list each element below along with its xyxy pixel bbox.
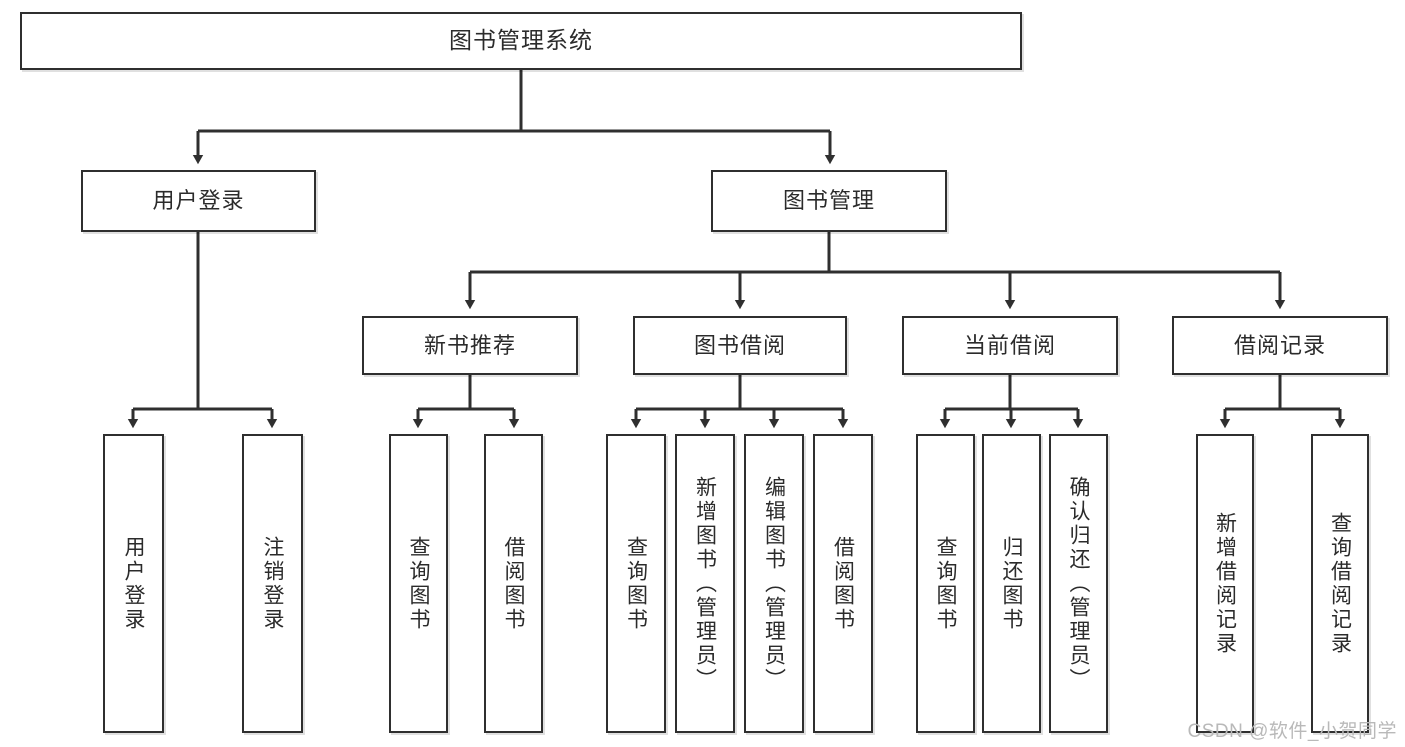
node-new-book-recommend-label: 新书推荐 [423,332,516,358]
node-leaf-query-book-1[interactable]: 查询图书 [389,434,448,733]
node-leaf-label: 编辑图书（管理员） [762,475,786,692]
node-borrow-record[interactable]: 借阅记录 [1172,316,1388,375]
csdn-watermark: CSDN @软件_小贺同学 [1187,721,1397,742]
node-leaf-query-record[interactable]: 查询借阅记录 [1311,434,1369,733]
node-leaf-label: 确认归还（管理员） [1067,475,1090,692]
node-borrow-record-label: 借阅记录 [1233,332,1326,358]
node-root-system[interactable]: 图书管理系统 [20,12,1022,70]
node-book-borrow[interactable]: 图书借阅 [633,316,847,375]
node-current-borrow-label: 当前借阅 [963,332,1056,358]
node-leaf-label: 新增借阅记录 [1213,511,1237,656]
node-book-manage-label: 图书管理 [782,188,875,214]
node-leaf-label: 查询图书 [624,535,648,632]
node-leaf-query-book-3[interactable]: 查询图书 [916,434,975,733]
node-leaf-logout[interactable]: 注销登录 [242,434,303,733]
node-leaf-user-login[interactable]: 用户登录 [103,434,164,733]
node-leaf-edit-book[interactable]: 编辑图书（管理员） [744,434,804,733]
node-leaf-label: 用户登录 [122,535,145,632]
node-leaf-return-book[interactable]: 归还图书 [982,434,1041,733]
node-leaf-label: 借阅图书 [502,535,525,632]
node-current-borrow[interactable]: 当前借阅 [902,316,1118,375]
node-leaf-add-book[interactable]: 新增图书（管理员） [675,434,735,733]
node-root-label: 图书管理系统 [449,27,593,54]
node-book-borrow-label: 图书借阅 [693,332,786,358]
node-user-login[interactable]: 用户登录 [81,170,316,232]
node-leaf-label: 查询图书 [407,535,430,632]
node-leaf-borrow-book-1[interactable]: 借阅图书 [484,434,543,733]
node-leaf-add-record[interactable]: 新增借阅记录 [1196,434,1254,733]
node-leaf-label: 查询图书 [934,535,957,632]
node-leaf-label: 归还图书 [1000,535,1023,632]
node-new-book-recommend[interactable]: 新书推荐 [362,316,578,375]
node-leaf-confirm-return[interactable]: 确认归还（管理员） [1049,434,1108,733]
node-book-manage[interactable]: 图书管理 [711,170,947,232]
node-leaf-query-book-2[interactable]: 查询图书 [606,434,666,733]
node-leaf-label: 新增图书（管理员） [693,475,717,692]
node-leaf-label: 借阅图书 [831,535,855,632]
node-leaf-borrow-book-2[interactable]: 借阅图书 [813,434,873,733]
node-user-login-label: 用户登录 [152,188,245,214]
node-leaf-label: 查询借阅记录 [1328,511,1352,656]
node-leaf-label: 注销登录 [261,535,284,632]
